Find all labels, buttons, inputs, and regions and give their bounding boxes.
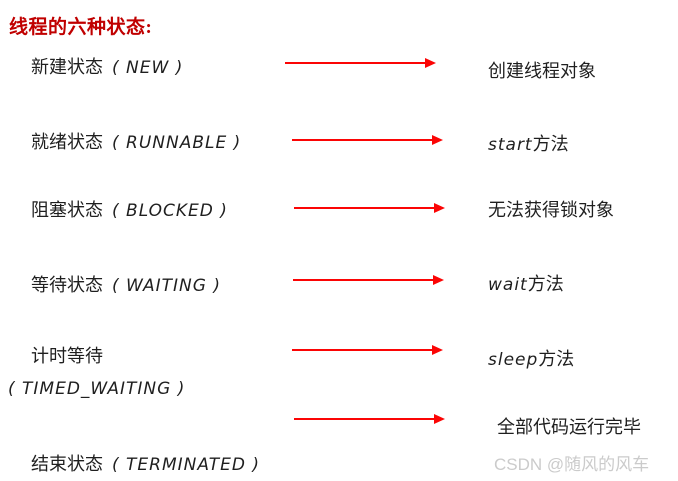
result-label-waiting: wait方法 bbox=[488, 270, 564, 296]
state-label-timed-waiting-cn: 计时等待 bbox=[31, 346, 103, 366]
state-label-runnable-en: ( RUNNABLE ) bbox=[112, 133, 242, 153]
result-label-timed-waiting-en: sleep bbox=[488, 350, 539, 370]
state-label-runnable-cn: 就绪状态 bbox=[31, 132, 103, 152]
csdn-watermark: CSDN @随风的风车 bbox=[494, 455, 650, 474]
result-label-timed-waiting: sleep方法 bbox=[488, 345, 574, 371]
result-label-terminated: 全部代码运行完毕 bbox=[497, 413, 641, 439]
arrow-head-icon bbox=[434, 414, 445, 424]
state-label-blocked-cn: 阻塞状态 bbox=[31, 200, 103, 220]
state-label-blocked: 阻塞状态 ( BLOCKED ) bbox=[31, 196, 228, 222]
arrow-head-icon bbox=[433, 275, 444, 285]
arrow-head-icon bbox=[434, 203, 445, 213]
result-label-terminated-cn: 全部代码运行完毕 bbox=[497, 417, 641, 437]
state-label-timed-waiting-line2: ( TIMED_WAITING ) bbox=[8, 378, 185, 399]
flow-arrow-timed-waiting bbox=[292, 345, 443, 355]
state-label-waiting-en: ( WAITING ) bbox=[112, 276, 221, 296]
result-label-waiting-en: wait bbox=[488, 275, 528, 295]
state-label-terminated-cn: 结束状态 bbox=[31, 454, 103, 474]
state-label-runnable: 就绪状态 ( RUNNABLE ) bbox=[31, 128, 241, 154]
result-label-waiting-cn: 方法 bbox=[527, 274, 564, 294]
arrow-head-icon bbox=[432, 135, 443, 145]
arrow-shaft bbox=[293, 279, 435, 281]
result-label-timed-waiting-cn: 方法 bbox=[538, 349, 575, 369]
result-label-runnable: start方法 bbox=[488, 130, 569, 156]
state-label-terminated: 结束状态 ( TERMINATED ) bbox=[31, 450, 260, 476]
arrow-shaft bbox=[294, 207, 436, 209]
flow-arrow-blocked bbox=[294, 203, 445, 213]
state-label-waiting-cn: 等待状态 bbox=[31, 275, 103, 295]
result-label-new: 创建线程对象 bbox=[488, 57, 596, 83]
state-label-new-cn: 新建状态 bbox=[31, 57, 103, 77]
result-label-new-cn: 创建线程对象 bbox=[488, 61, 596, 81]
state-label-blocked-en: ( BLOCKED ) bbox=[112, 201, 228, 221]
state-label-terminated-en: ( TERMINATED ) bbox=[112, 455, 261, 475]
state-label-timed-waiting-en: ( TIMED_WAITING ) bbox=[8, 379, 186, 399]
state-label-waiting: 等待状态 ( WAITING ) bbox=[31, 271, 221, 297]
result-label-runnable-cn: 方法 bbox=[532, 134, 569, 154]
state-label-new: 新建状态 ( NEW ) bbox=[31, 53, 183, 79]
arrow-head-icon bbox=[425, 58, 436, 68]
arrow-shaft bbox=[292, 349, 434, 351]
flow-arrow-terminated bbox=[294, 414, 445, 424]
result-label-runnable-en: start bbox=[488, 135, 533, 155]
page-title: 线程的六种状态: bbox=[9, 17, 153, 38]
arrow-shaft bbox=[294, 418, 436, 420]
state-label-new-en: ( NEW ) bbox=[112, 58, 184, 78]
flow-arrow-waiting bbox=[293, 275, 444, 285]
flow-arrow-new bbox=[285, 58, 436, 68]
state-label-timed-waiting: 计时等待 bbox=[31, 342, 103, 368]
result-label-blocked: 无法获得锁对象 bbox=[488, 196, 614, 222]
arrow-shaft bbox=[285, 62, 427, 64]
arrow-shaft bbox=[292, 139, 434, 141]
arrow-head-icon bbox=[432, 345, 443, 355]
flow-arrow-runnable bbox=[292, 135, 443, 145]
result-label-blocked-cn: 无法获得锁对象 bbox=[488, 200, 614, 220]
